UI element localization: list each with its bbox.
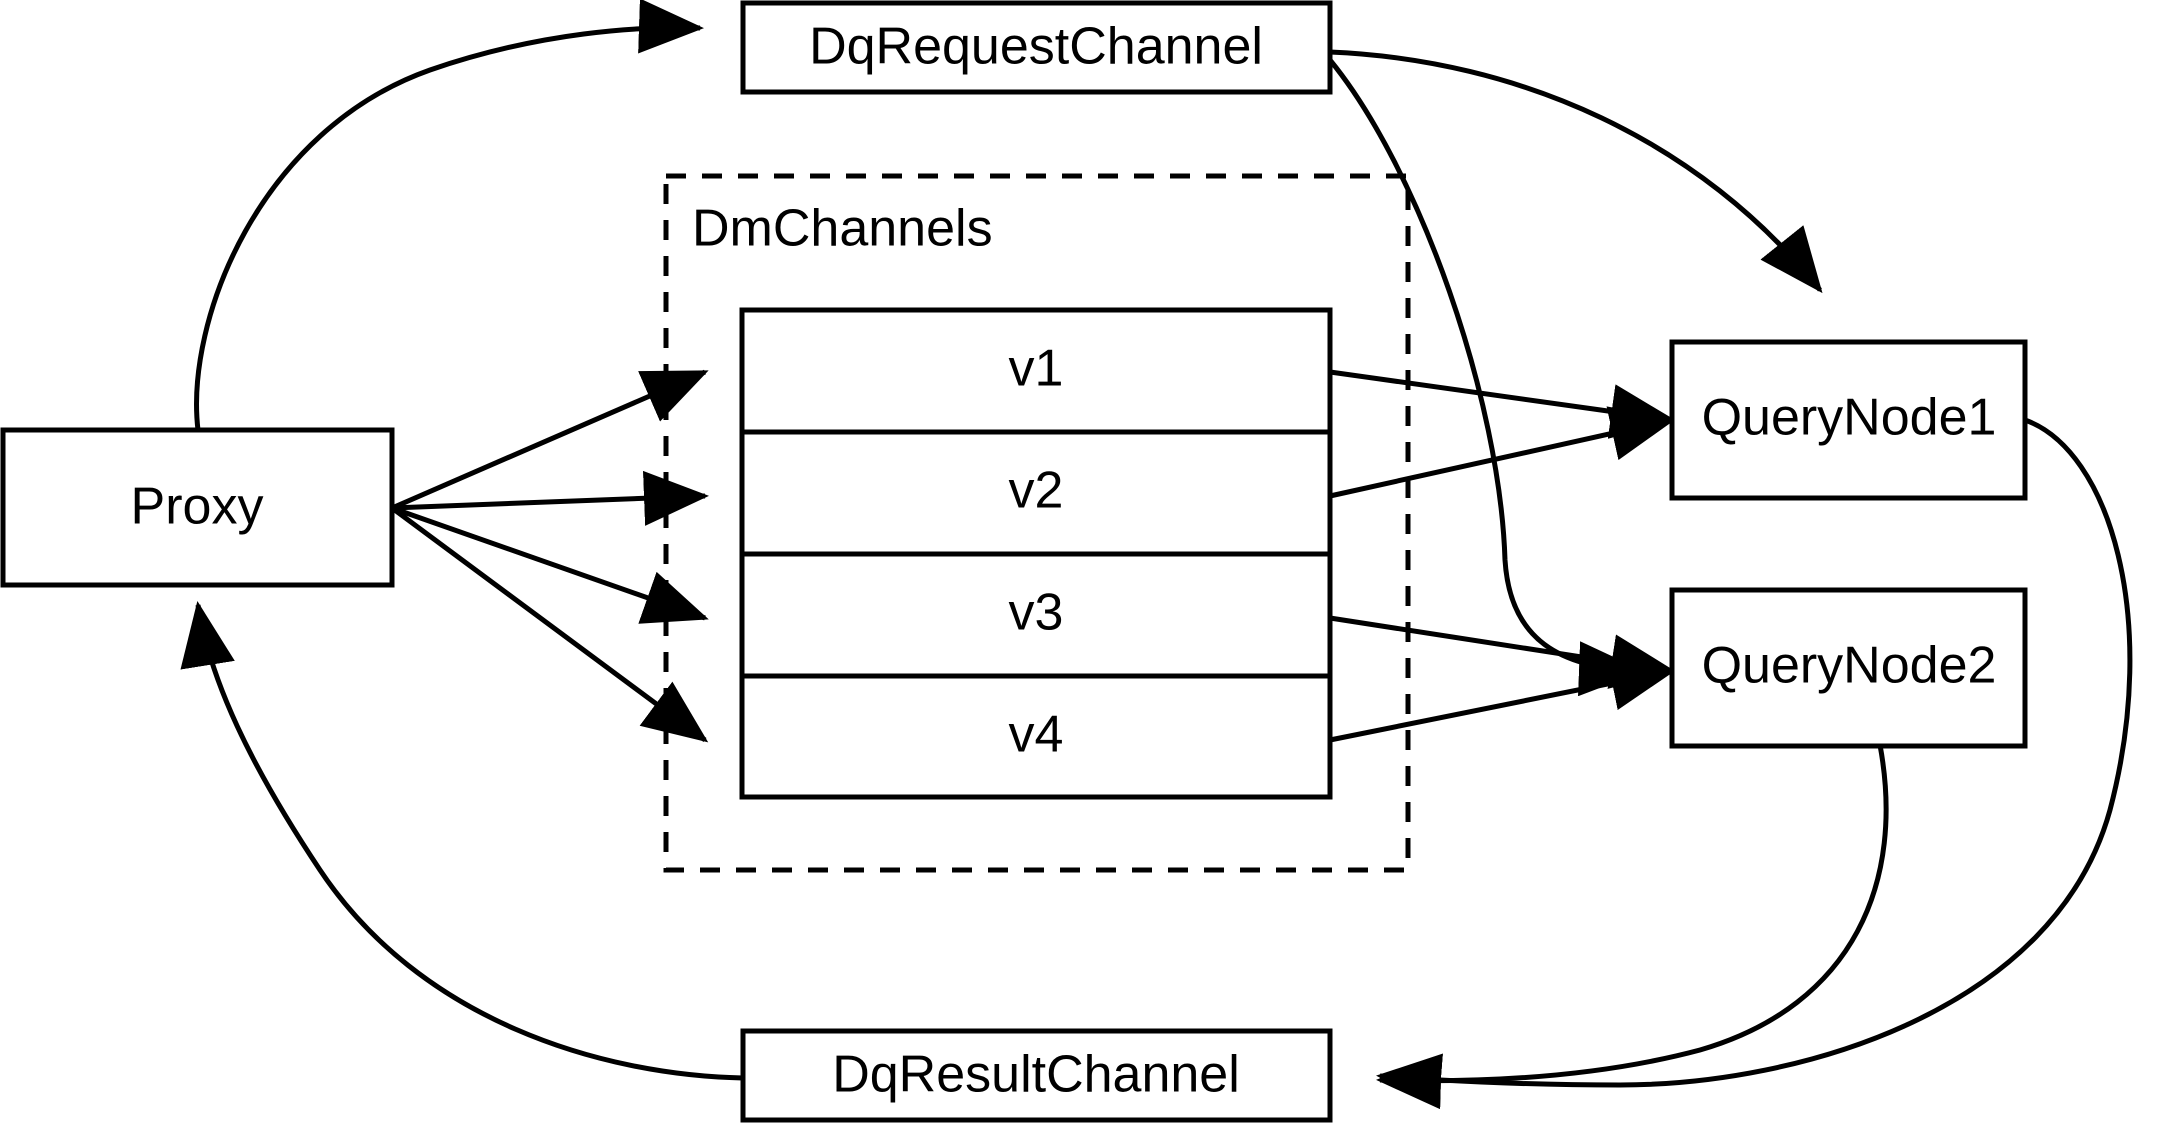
node-querynode1[interactable]: QueryNode1 [1669, 339, 2028, 501]
node-proxy[interactable]: Proxy [0, 427, 395, 588]
edge-dqrequestchannel-to-querynode1 [1329, 49, 1823, 294]
node-proxy-label: Proxy [131, 478, 264, 536]
edge-dqrequestchannel-to-querynode2 [1328, 58, 1644, 697]
dmchannels-slot-table: v1 v2 v3 v4 [739, 307, 1333, 800]
edge-proxy-to-v4 [390, 505, 709, 743]
slot-label-v1: v1 [1009, 340, 1064, 398]
dmchannels-group: DmChannels [663, 173, 1411, 873]
node-proxy-box[interactable] [0, 427, 395, 588]
dmchannels-group-label: DmChannels [692, 200, 993, 258]
node-dqresultchannel-label: DqResultChannel [832, 1046, 1240, 1104]
edge-proxy-to-dqrequestchannel [194, 0, 704, 431]
node-dqresultchannel[interactable]: DqResultChannel [740, 1028, 1333, 1123]
edge-dqresultchannel-to-proxy [180, 601, 744, 1081]
node-querynode2-label: QueryNode2 [1702, 637, 1997, 695]
edge-v3-to-querynode2 [1329, 615, 1676, 689]
edge-v2-to-querynode1 [1329, 406, 1676, 499]
edge-proxy-to-v2 [391, 470, 709, 526]
edge-proxy-to-v1 [391, 369, 709, 511]
node-querynode1-box[interactable] [1669, 339, 2028, 501]
node-querynode2-box[interactable] [1669, 587, 2028, 749]
edge-querynode1-to-dqresultchannel [1376, 417, 2133, 1109]
slot-label-v3: v3 [1009, 584, 1064, 642]
dmchannels-group-border [663, 173, 1411, 873]
node-dqrequestchannel-label: DqRequestChannel [809, 18, 1263, 76]
edge-proxy-to-v3 [391, 505, 709, 624]
edge-v1-to-querynode1 [1329, 369, 1676, 439]
node-dqresultchannel-box[interactable] [740, 1028, 1333, 1123]
edge-querynode2-to-dqresultchannel [1376, 744, 1889, 1110]
node-querynode1-label: QueryNode1 [1702, 389, 1997, 447]
edge-v4-to-querynode2 [1329, 656, 1676, 743]
node-dqrequestchannel[interactable]: DqRequestChannel [740, 0, 1333, 95]
slot-label-v2: v2 [1009, 462, 1064, 520]
node-querynode2[interactable]: QueryNode2 [1669, 587, 2028, 749]
slot-label-v4: v4 [1009, 706, 1064, 764]
node-dqrequestchannel-box[interactable] [740, 0, 1333, 95]
